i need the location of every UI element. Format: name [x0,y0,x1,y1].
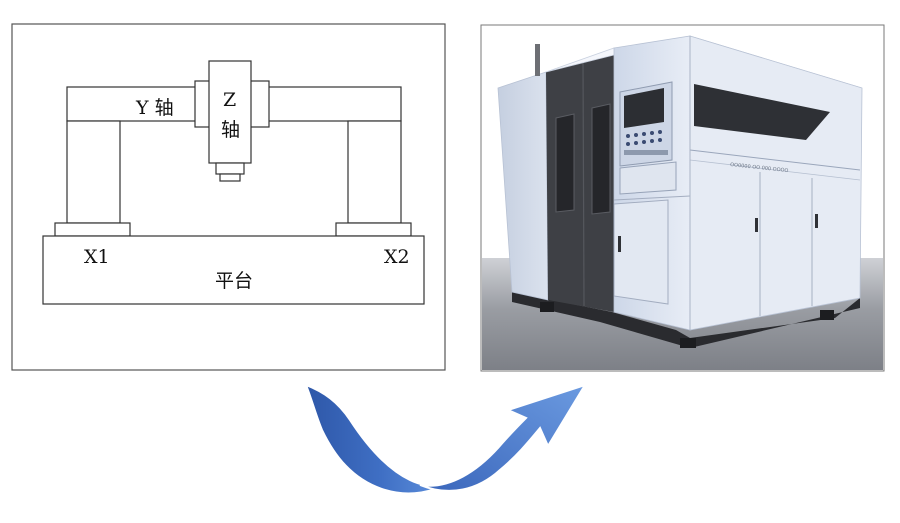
control-buttons [626,130,662,146]
door-window-right [591,103,611,215]
machine-photo: OO0000 OO 000 OOOO [480,24,885,372]
panel-slot [624,150,668,155]
y-axis-label: Y 轴 [135,97,174,119]
z-axis-label-char: 轴 [221,119,240,141]
base-foot-left [540,302,554,312]
base-foot-mid [680,338,696,348]
right-column [347,120,402,224]
side-rail-lower [689,159,861,181]
control-screen [624,88,664,128]
door-window-left [555,113,575,213]
x1-carriage [54,222,131,237]
x2-carriage [335,222,412,237]
curved-arrow-icon [304,383,588,495]
machine-base [512,292,860,348]
front-seam [613,195,691,201]
side-handle-1 [755,218,758,232]
keyboard-tray [619,161,677,195]
platform-base [42,235,425,305]
arrow-tail-segment [304,383,443,495]
z-axis-nozzle [215,162,245,175]
left-column [66,120,121,224]
platform-label: 平台 [215,270,253,292]
x1-label: X1 [84,246,110,268]
z-axis-nozzle-tip [219,173,241,182]
door-seam [582,59,585,307]
arrow-head-segment [419,383,588,492]
side-rail [689,149,861,171]
x2-label: X2 [384,246,410,268]
side-handle-2 [815,214,818,228]
front-lower-door [613,199,669,305]
machine-side-body [689,35,863,331]
base-foot-right [820,310,834,320]
gantry-schematic: Y 轴 Z 轴 X1 X2 平台 [11,23,446,371]
beacon-light [535,44,540,76]
z-axis-column [208,60,252,164]
front-door-handle [618,236,621,252]
side-view-window [694,84,830,140]
z-axis-label-letter: Z [223,89,236,111]
